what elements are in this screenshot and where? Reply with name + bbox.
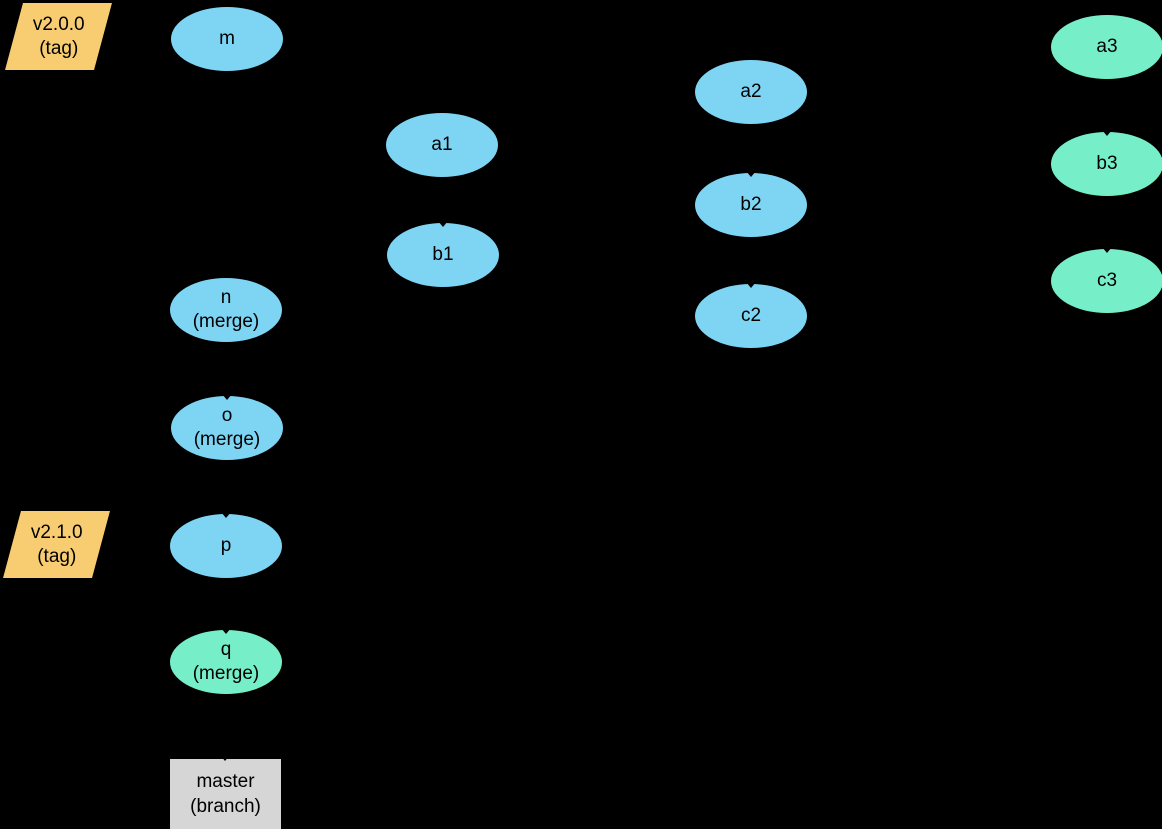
commit-node-a3: a3 [1051,15,1162,79]
edge-arrowhead-icon [221,628,231,634]
commit-label: m [219,28,235,49]
commit-sublabel: (merge) [193,429,261,450]
tag-v2.1.0: v2.1.0 (tag) [3,511,110,578]
commit-label: p [220,535,232,556]
commit-node-c2: c2 [695,284,807,348]
commit-sublabel: (merge) [192,663,260,684]
commit-node-p: p [170,514,282,578]
edge-arrowhead-icon [1102,130,1112,136]
commit-label: b1 [432,244,454,265]
commit-label: o [221,405,233,426]
edge-arrowhead-icon [221,512,231,518]
commit-label: b3 [1096,153,1118,174]
commit-node-c3: c3 [1051,249,1162,313]
branch-box-master: master (branch) [170,759,281,829]
commit-node-q: q (merge) [170,630,282,694]
edge-arrowhead-icon [222,394,232,400]
commit-label: n [220,287,232,308]
tag-sublabel: (tag) [38,37,79,59]
commit-label: c2 [740,305,762,326]
commit-sublabel: (merge) [192,311,260,332]
commit-node-o: o (merge) [171,396,283,460]
edge-arrowhead-icon [220,755,230,761]
commit-node-b1: b1 [387,223,499,287]
commit-label: b2 [740,194,762,215]
tag-sublabel: (tag) [36,545,77,567]
commit-label: a3 [1096,36,1118,57]
commit-label: c3 [1096,270,1118,291]
commit-node-b3: b3 [1051,132,1162,196]
branch-sublabel: (branch) [190,796,261,817]
commit-node-a2: a2 [695,60,807,124]
commit-label: q [220,639,232,660]
edge-arrowhead-icon [746,282,756,288]
commit-label: a1 [431,134,453,155]
edge-arrowhead-icon [438,221,448,227]
branch-label: master [196,771,255,792]
edge-arrowhead-icon [1102,247,1112,253]
commit-node-m: m [171,7,283,71]
commit-node-b2: b2 [695,173,807,237]
edge-arrowhead-icon [746,171,756,177]
commit-node-a1: a1 [386,113,498,177]
commit-label: a2 [740,81,762,102]
tag-v2.0.0: v2.0.0 (tag) [5,3,112,70]
commit-node-n: n (merge) [170,278,282,342]
tag-label: v2.1.0 [30,521,83,543]
tag-label: v2.0.0 [32,13,85,35]
